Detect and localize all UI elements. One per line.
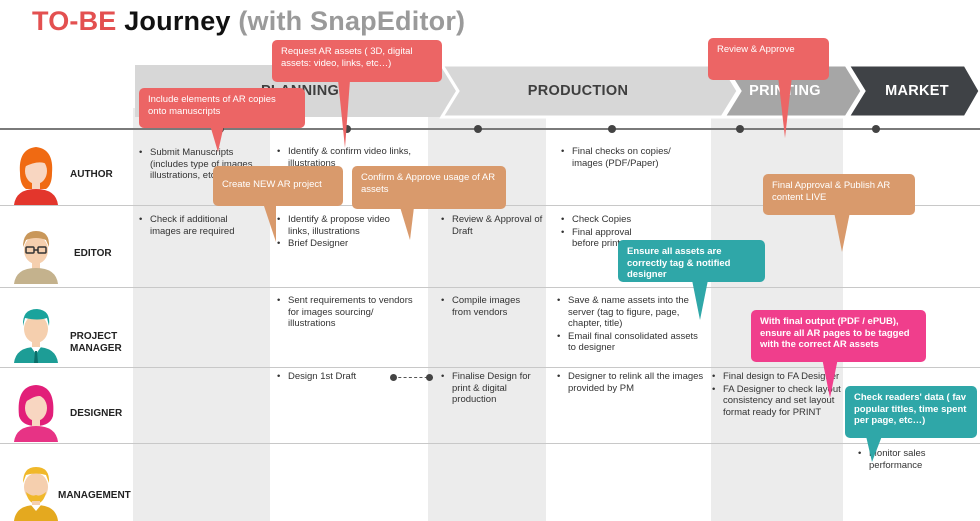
task-item: Identify & confirm video links, illustra… (276, 146, 426, 169)
page-title: TO-BE Journey (with SnapEditor) (32, 6, 466, 36)
callout-review-approve: Review & Approve (708, 38, 829, 80)
timeline-dot (474, 125, 482, 133)
role-label-project-manager: PROJECT MANAGER (70, 331, 122, 354)
task-author-production-2: Final checks on copies/ images (PDF/Pape… (560, 146, 700, 170)
editor-avatar-icon (14, 231, 58, 284)
callout-final-approval: Final Approval & Publish AR content LIVE (763, 174, 915, 215)
task-editor-production-1: Review & Approval of Draft (440, 214, 545, 238)
task-item: FA Designer to check layout consistency … (711, 384, 841, 419)
task-item: Designer to relink all the images provid… (556, 371, 706, 394)
dashed-connector (393, 377, 433, 378)
timeline-dot (343, 125, 351, 133)
callout-include-ar-elements: Include elements of AR copies onto manus… (139, 88, 305, 128)
callout-request-ar-assets: Request AR assets ( 3D, digital assets: … (272, 40, 442, 82)
task-editor-production-2: Check Copies Final approval before print (560, 214, 650, 251)
connector-dot (426, 374, 433, 381)
callout-tail (262, 200, 276, 242)
callout-tail (866, 436, 882, 462)
row-divider (0, 443, 980, 444)
task-item: Save & name assets into the server (tag … (556, 295, 708, 330)
connector-dot (390, 374, 397, 381)
callout-check-readers-data: Check readers' data ( fav popular titles… (845, 386, 977, 438)
task-editor-planning-1: Check if additional images are required (138, 214, 256, 238)
phase-label-market: MARKET (885, 83, 949, 99)
task-item: Identify & propose video links, illustra… (276, 214, 411, 237)
task-pm-production-2: Save & name assets into the server (tag … (556, 295, 708, 355)
callout-tail (834, 212, 850, 252)
role-label-management: MANAGEMENT (58, 490, 131, 501)
task-item: Finalise Design for print & digital prod… (440, 371, 545, 406)
designer-avatar-icon (14, 385, 58, 442)
callout-confirm-ar-usage: Confirm & Approve usage of AR assets (352, 166, 506, 209)
task-pm-production-1: Compile images from vendors (440, 295, 540, 319)
callout-tail (400, 207, 414, 240)
task-author-planning-1: Submit Manuscripts (includes type of ima… (138, 147, 258, 183)
callout-tail (338, 80, 350, 148)
task-item: Monitor sales performance (857, 448, 972, 471)
task-item: Submit Manuscripts (includes type of ima… (138, 147, 258, 182)
project-manager-avatar-icon (14, 309, 58, 363)
row-divider (0, 367, 980, 368)
task-item: Email final consolidated assets to desig… (556, 331, 708, 354)
phase-chevron-market (845, 63, 980, 119)
callout-tail (778, 76, 792, 138)
role-label-editor: EDITOR (74, 248, 112, 259)
task-designer-production-1: Finalise Design for print & digital prod… (440, 371, 545, 407)
task-designer-printing: Final design to FA Designer FA Designer … (711, 371, 841, 419)
callout-final-output-ar-tag: With final output (PDF / ePUB), ensure a… (751, 310, 926, 362)
timeline-line (0, 128, 980, 130)
task-item: Compile images from vendors (440, 295, 540, 318)
task-item: Final design to FA Designer (711, 371, 841, 383)
task-item: Brief Designer (276, 238, 411, 250)
task-editor-planning-2: Identify & propose video links, illustra… (276, 214, 411, 251)
task-item: Sent requirements to vendors for images … (276, 295, 421, 330)
task-pm-planning-2: Sent requirements to vendors for images … (276, 295, 421, 331)
row-divider (0, 287, 980, 288)
task-item: Final checks on copies/ images (PDF/Pape… (560, 146, 700, 169)
task-item: Check Copies (560, 214, 650, 226)
management-avatar-icon (14, 467, 58, 521)
role-label-author: AUTHOR (70, 169, 113, 180)
callout-tail (210, 125, 224, 152)
callout-create-ar-project: Create NEW AR project (213, 166, 343, 206)
task-author-planning-2: Identify & confirm video links, illustra… (276, 146, 426, 170)
task-item: Design 1st Draft (276, 371, 386, 383)
task-management-market: Monitor sales performance (857, 448, 972, 472)
callout-tail (692, 280, 708, 320)
author-avatar-icon (14, 147, 58, 205)
task-item: Check if additional images are required (138, 214, 256, 237)
callout-ensure-assets-tagged: Ensure all assets are correctly tag & no… (618, 240, 765, 282)
task-designer-production-2: Designer to relink all the images provid… (556, 371, 706, 395)
callout-tail (822, 358, 838, 398)
role-label-designer: DESIGNER (70, 408, 123, 419)
timeline-dot (608, 125, 616, 133)
task-item: Final approval before print (560, 227, 650, 250)
task-item: Review & Approval of Draft (440, 214, 545, 237)
phase-label-production: PRODUCTION (527, 83, 629, 99)
timeline-dot (736, 125, 744, 133)
task-designer-planning-2: Design 1st Draft (276, 371, 386, 384)
timeline-dot (872, 125, 880, 133)
